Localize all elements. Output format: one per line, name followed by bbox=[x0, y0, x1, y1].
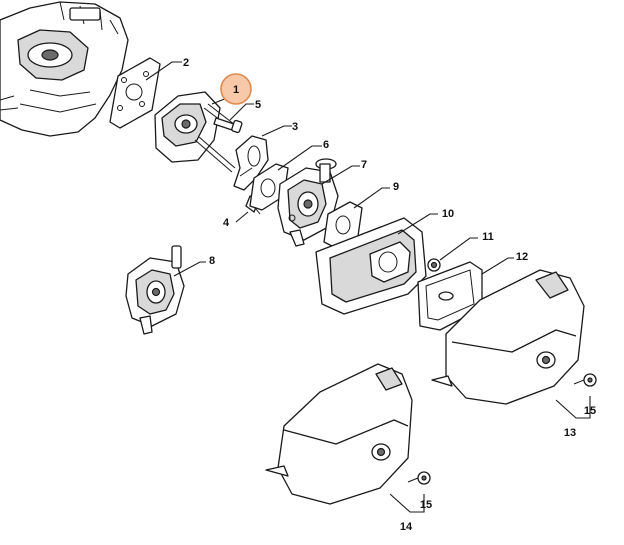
cover-screw-right bbox=[573, 373, 597, 387]
callout-1: 1 bbox=[233, 84, 239, 96]
air-filter-housing bbox=[315, 217, 427, 315]
leader-lines bbox=[145, 61, 591, 513]
callout-9: 9 bbox=[393, 181, 399, 193]
callout-10: 10 bbox=[442, 208, 454, 220]
callout-labels: 1 2 3 4 5 6 7 8 9 10 11 12 13 14 15 15 bbox=[183, 57, 596, 533]
filter-cover-right bbox=[431, 269, 585, 405]
cover-screw-left bbox=[407, 471, 431, 485]
engine-block bbox=[0, 1, 129, 137]
gasket-plate bbox=[109, 57, 161, 129]
callout-7: 7 bbox=[361, 159, 367, 171]
nut bbox=[427, 258, 441, 272]
intake-manifold bbox=[154, 91, 240, 173]
callout-8: 8 bbox=[209, 255, 215, 267]
callout-14: 14 bbox=[400, 521, 413, 533]
callout-12: 12 bbox=[516, 251, 528, 263]
screw bbox=[213, 117, 243, 134]
callout-13: 13 bbox=[564, 427, 576, 439]
carburetor-alternate bbox=[125, 245, 185, 335]
filter-cover-left bbox=[265, 363, 413, 505]
callout-1-highlight[interactable]: 1 bbox=[220, 73, 252, 105]
callout-6: 6 bbox=[323, 139, 329, 151]
callout-11: 11 bbox=[482, 231, 494, 243]
callout-5: 5 bbox=[255, 99, 261, 111]
callout-3: 3 bbox=[292, 121, 298, 133]
air-filter-element bbox=[417, 261, 483, 331]
callout-4: 4 bbox=[223, 217, 230, 229]
callout-15-right: 15 bbox=[584, 405, 596, 417]
air-filter-gasket bbox=[323, 201, 363, 249]
callout-15-left: 15 bbox=[420, 499, 432, 511]
callout-2: 2 bbox=[183, 57, 189, 69]
